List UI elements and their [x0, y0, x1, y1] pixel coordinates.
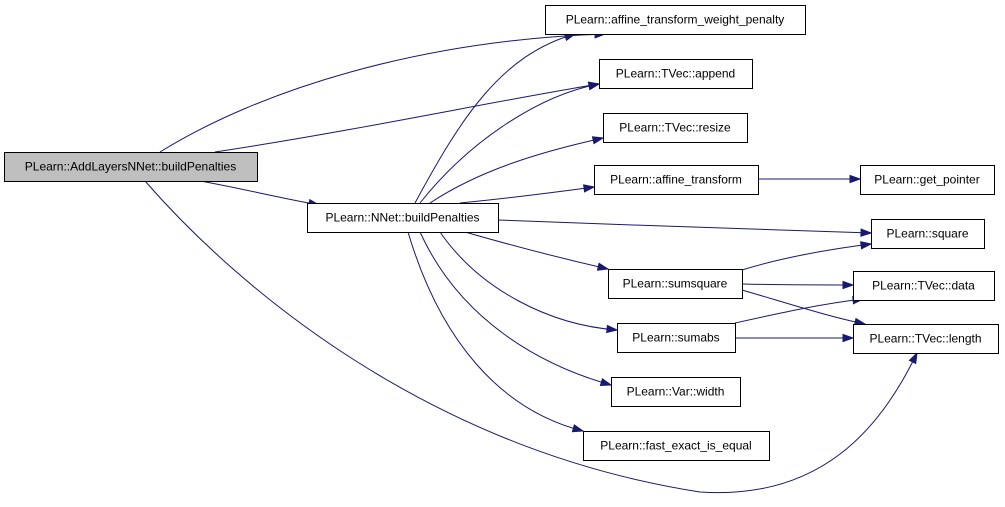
node-label: PLearn::affine_transform_weight_penalty — [566, 13, 785, 27]
edge-line — [199, 180, 320, 206]
edge-arrowhead — [599, 377, 613, 387]
edge-line — [459, 186, 595, 204]
edge-n3-to-n11 — [439, 231, 619, 334]
node-label: PLearn::get_pointer — [874, 173, 979, 187]
node-box — [545, 5, 806, 35]
edge-n3-to-n6 — [459, 184, 596, 204]
node-box — [603, 113, 748, 143]
edge-line — [419, 83, 600, 204]
edge-line — [429, 137, 604, 204]
function-node[interactable]: PLearn::Var::width — [611, 377, 741, 407]
edge-line — [734, 298, 864, 324]
node-box — [307, 203, 499, 233]
edge-arrowhead — [587, 82, 601, 91]
node-label: PLearn::fast_exact_is_equal — [600, 439, 751, 453]
node-label: PLearn::Var::width — [627, 385, 725, 399]
edge-n3-to-n9 — [464, 231, 610, 271]
node-label: PLearn::TVec::resize — [619, 121, 731, 135]
function-node[interactable]: PLearn::affine_transform_weight_penalty — [545, 5, 806, 35]
node-box — [860, 165, 995, 195]
edge-line — [497, 219, 872, 234]
edge-n3-to-n1 — [414, 33, 577, 204]
edge-n3-to-n13 — [407, 231, 585, 433]
node-box — [599, 59, 753, 89]
edge-arrowhead — [583, 184, 596, 193]
edge-arrowhead — [591, 136, 605, 145]
node-label: PLearn::AddLayersNNet::buildPenalties — [25, 160, 236, 174]
function-node[interactable]: PLearn::NNet::buildPenalties — [307, 203, 499, 233]
edge-arrowhead — [571, 424, 585, 433]
edge-line — [464, 231, 609, 270]
nodes-layer: PLearn::AddLayersNNet::buildPenaltiesPLe… — [4, 5, 999, 461]
node-label: PLearn::square — [886, 227, 968, 241]
function-node[interactable]: PLearn::TVec::resize — [603, 113, 748, 143]
edge-n0-to-n4 — [144, 180, 918, 494]
edge-line — [741, 243, 872, 271]
edge-line — [439, 231, 618, 331]
node-box — [4, 152, 258, 182]
edge-arrowhead — [860, 241, 873, 250]
node-label: PLearn::sumabs — [632, 331, 719, 345]
node-label: PLearn::NNet::buildPenalties — [325, 211, 479, 225]
edge-n6-to-n7 — [758, 174, 862, 184]
edge-arrowhead — [596, 262, 610, 271]
edge-line — [214, 83, 600, 153]
edge-arrowhead — [849, 174, 862, 184]
edge-arrowhead — [606, 324, 619, 334]
edge-line — [741, 289, 866, 325]
edge-arrowhead — [908, 351, 918, 365]
function-node[interactable]: PLearn::sumsquare — [608, 269, 743, 299]
edge-line — [159, 33, 606, 153]
edge-line — [144, 180, 918, 494]
edge-n9-to-n4 — [741, 289, 867, 326]
edge-line — [741, 283, 854, 286]
edge-arrowhead — [860, 228, 873, 237]
function-node[interactable]: PLearn::fast_exact_is_equal — [583, 431, 770, 461]
node-label: PLearn::sumsquare — [623, 277, 728, 291]
edge-n3-to-n8 — [497, 219, 873, 237]
edge-n0-to-n3 — [199, 180, 321, 208]
edge-n3-to-n12 — [419, 231, 613, 387]
function-node[interactable]: PLearn::get_pointer — [860, 165, 995, 195]
node-box — [594, 165, 759, 195]
function-node[interactable]: PLearn::sumabs — [617, 323, 736, 353]
node-label: PLearn::TVec::append — [616, 67, 735, 81]
node-box — [853, 324, 999, 354]
edge-arrowhead — [842, 333, 855, 343]
edge-n3-to-n5 — [429, 136, 605, 204]
function-node[interactable]: PLearn::TVec::length — [853, 324, 999, 354]
root-function-node[interactable]: PLearn::AddLayersNNet::buildPenalties — [4, 152, 258, 182]
edge-line — [414, 33, 576, 204]
edge-n9-to-n8 — [741, 241, 873, 271]
edge-line — [407, 231, 584, 432]
function-node[interactable]: PLearn::TVec::append — [599, 59, 753, 89]
edge-n9-to-n10 — [741, 280, 855, 290]
function-node[interactable]: PLearn::TVec::data — [853, 271, 995, 301]
node-box — [853, 271, 995, 301]
node-label: PLearn::TVec::data — [872, 279, 975, 293]
function-node[interactable]: PLearn::square — [871, 219, 985, 249]
edge-arrowhead — [842, 280, 855, 290]
node-box — [871, 219, 985, 249]
edges-layer — [144, 30, 918, 494]
function-node[interactable]: PLearn::affine_transform — [594, 165, 759, 195]
edge-n3-to-n2 — [419, 82, 601, 204]
node-box — [617, 323, 736, 353]
node-box — [583, 431, 770, 461]
node-box — [611, 377, 741, 407]
node-box — [608, 269, 743, 299]
node-label: PLearn::TVec::length — [869, 332, 981, 346]
node-label: PLearn::affine_transform — [610, 173, 742, 187]
edge-n0-to-n2 — [214, 81, 601, 153]
edge-n11-to-n4 — [734, 333, 855, 343]
edge-line — [419, 231, 612, 386]
